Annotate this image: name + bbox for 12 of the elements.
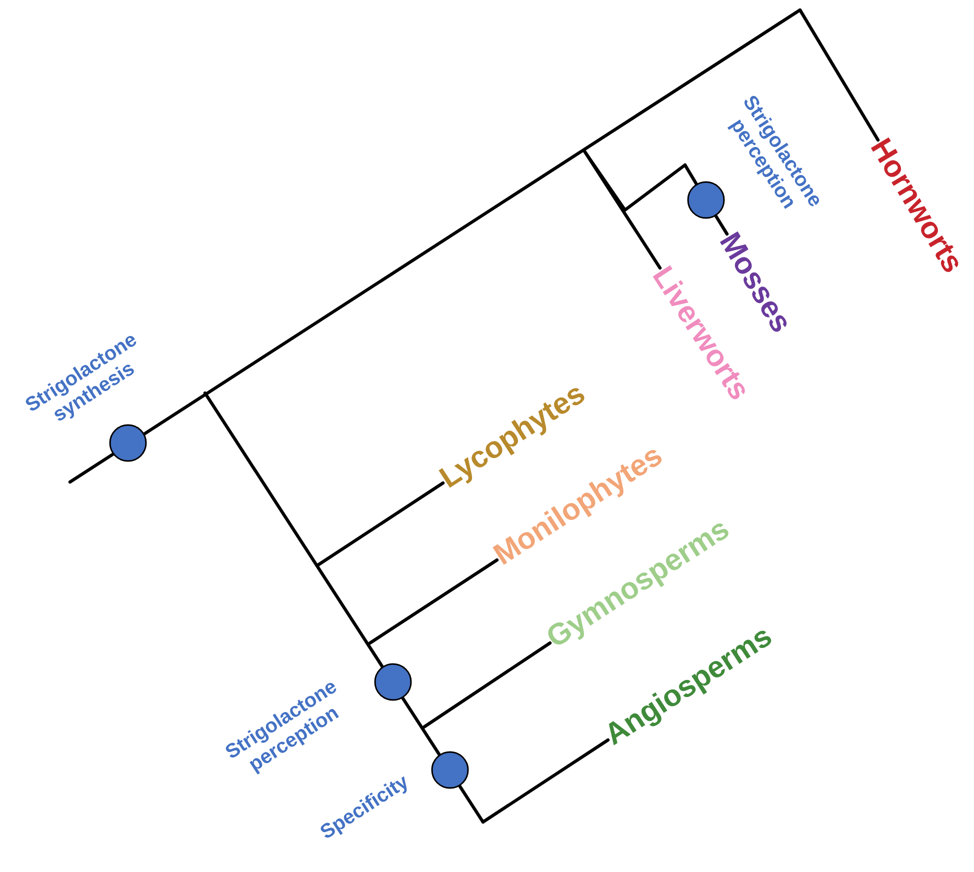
branch-line [422, 641, 552, 729]
branch-line [368, 558, 499, 645]
branch-line [316, 481, 445, 567]
branch-line [481, 738, 610, 824]
branch-line [798, 8, 880, 142]
event-dot [431, 751, 469, 789]
branch-line [683, 163, 698, 186]
branch-line [714, 214, 729, 236]
event-dot [374, 663, 412, 701]
event-dot [687, 181, 725, 219]
branch-line [583, 150, 662, 270]
event-dot [109, 424, 147, 462]
